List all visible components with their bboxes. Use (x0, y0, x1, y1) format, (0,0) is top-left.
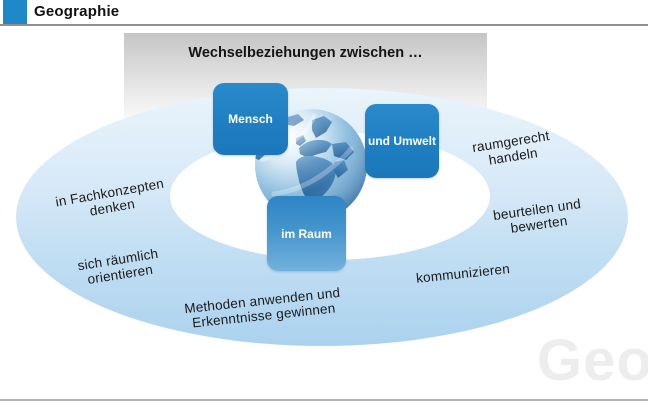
center-box-mensch-label: Mensch (228, 112, 273, 126)
center-box-und-umwelt-label: und Umwelt (368, 134, 436, 148)
center-box-mensch: Mensch (213, 83, 288, 155)
center-box-im-raum: im Raum (267, 196, 346, 271)
center-box-und-umwelt: und Umwelt (365, 104, 439, 178)
geo-watermark: Geo (537, 328, 648, 393)
center-box-im-raum-label: im Raum (281, 226, 332, 241)
header-accent-square-icon (3, 0, 27, 24)
diagram-title: Wechselbeziehungen zwischen … (188, 45, 423, 61)
footer-divider (0, 399, 648, 401)
header-divider (0, 24, 648, 26)
page-title: Geographie (34, 3, 120, 20)
